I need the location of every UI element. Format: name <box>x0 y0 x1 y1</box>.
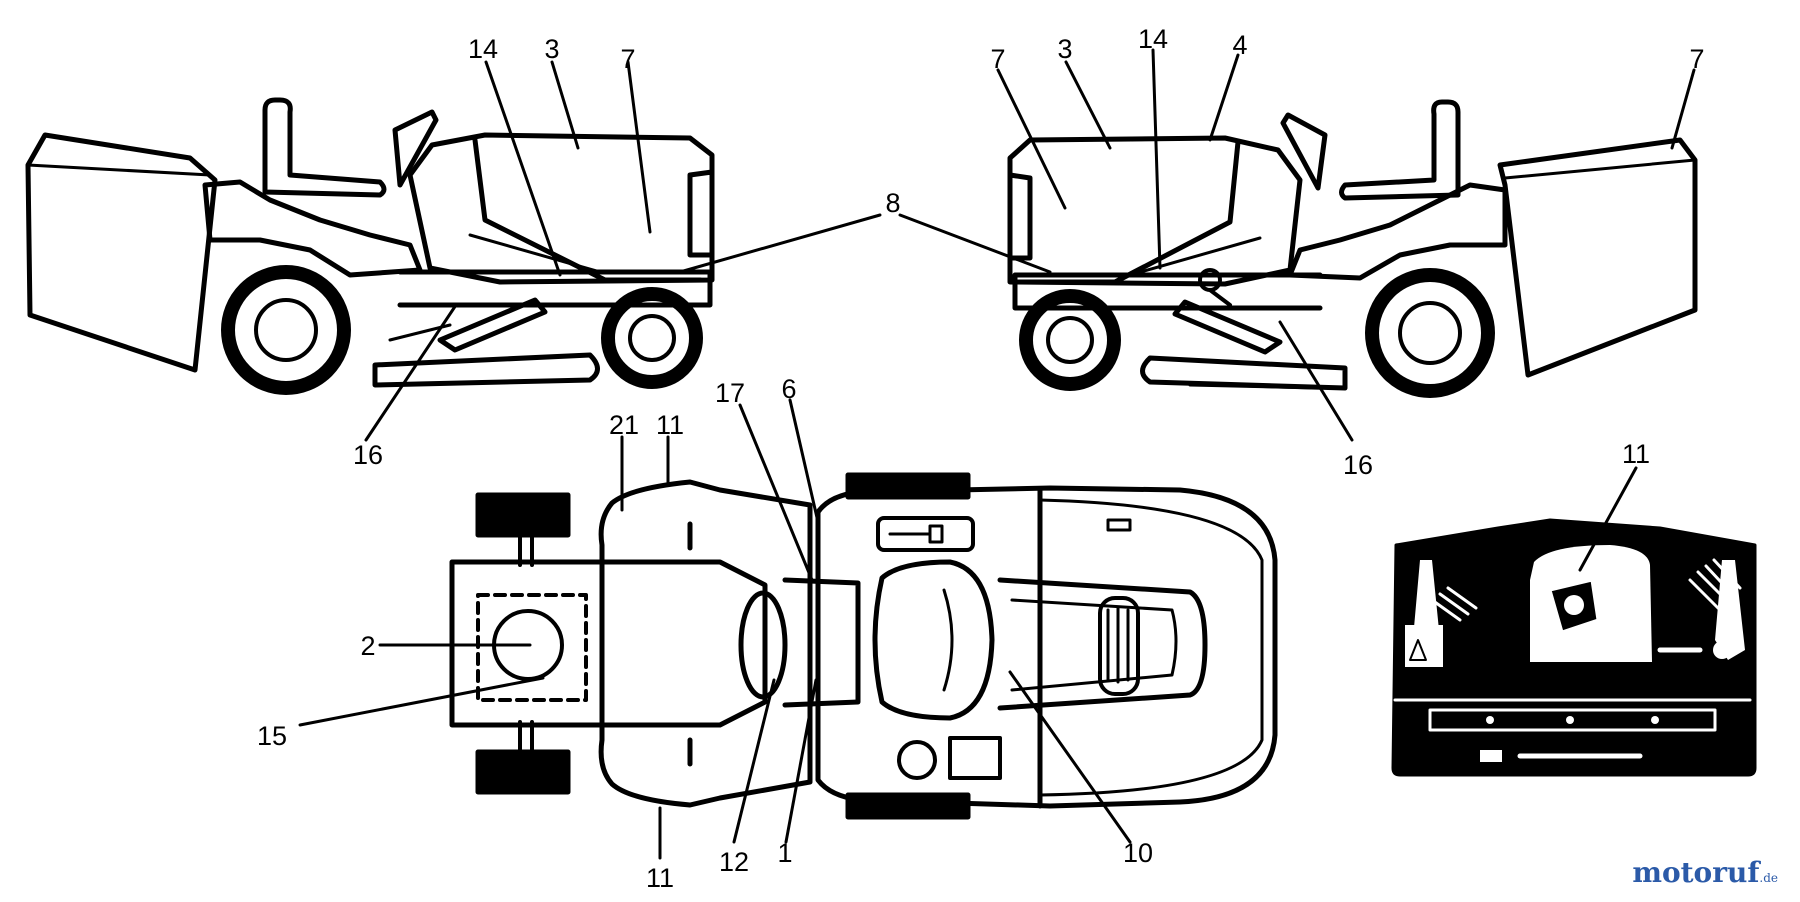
seat <box>1339 99 1461 201</box>
callout-14a: 14 <box>468 34 498 64</box>
engine-hood <box>598 479 813 808</box>
tractor-side-view-left <box>25 97 715 395</box>
mower-deck <box>1140 355 1348 391</box>
callout-17: 17 <box>715 378 745 408</box>
watermark-logo: motoruf.de <box>1632 856 1778 889</box>
leader-14a <box>484 60 562 277</box>
steering-wheel <box>392 109 439 188</box>
front-wheel-left <box>475 492 571 538</box>
watermark-brand: motoruf <box>1632 856 1760 889</box>
tractor-top-view <box>449 472 1278 820</box>
leader-3a <box>550 60 580 150</box>
leader-6 <box>788 398 820 524</box>
callout-3a: 3 <box>544 34 559 64</box>
callout-2: 2 <box>360 631 375 661</box>
callout-1: 1 <box>777 838 792 868</box>
tractor-side-view-right <box>1007 99 1698 398</box>
front-wheel-right <box>475 749 571 795</box>
leader-10 <box>1008 670 1132 844</box>
callout-3b: 3 <box>1057 34 1072 64</box>
hood <box>472 137 703 283</box>
leader-7c <box>1670 68 1696 150</box>
front-wheel <box>1019 289 1121 391</box>
leader-4 <box>1208 53 1240 142</box>
watermark-tld: .de <box>1759 871 1778 885</box>
leader-17 <box>738 403 814 582</box>
callout-16a: 16 <box>353 440 383 470</box>
callout-8: 8 <box>885 188 900 218</box>
leader-7a <box>626 60 652 234</box>
seat-top <box>872 559 995 721</box>
callout-12: 12 <box>719 847 749 877</box>
rear-wheel <box>1365 268 1495 398</box>
leader-15 <box>298 676 545 727</box>
leader-11c <box>1578 466 1638 572</box>
leader-16b <box>1278 320 1354 442</box>
callout-16b: 16 <box>1343 450 1373 480</box>
grass-bag <box>1497 137 1698 378</box>
leader-3b <box>1064 60 1112 150</box>
leader-12 <box>732 678 776 844</box>
callout-7a: 7 <box>620 44 635 74</box>
front-grille <box>449 559 768 728</box>
callout-6: 6 <box>781 374 796 404</box>
rear-fender <box>202 179 423 278</box>
mower-deck <box>372 352 600 388</box>
callout-4: 4 <box>1232 30 1247 60</box>
body-fender <box>815 485 1278 809</box>
callout-7b: 7 <box>990 44 1005 74</box>
hood <box>1017 139 1241 285</box>
leader-7b <box>996 68 1067 210</box>
callout-10: 10 <box>1123 838 1153 868</box>
front-wheel <box>601 287 703 389</box>
callout-11b: 11 <box>646 863 674 893</box>
rear-wheel <box>221 265 351 395</box>
leader-8-left <box>678 213 882 274</box>
steering-wheel <box>1280 112 1328 191</box>
leader-lines <box>298 48 1696 860</box>
callout-numbers: 14 3 7 16 7 3 14 4 7 8 16 21 11 17 6 2 1… <box>257 24 1705 893</box>
callout-21: 21 <box>609 410 639 440</box>
leader-16a <box>364 303 458 442</box>
callout-7c: 7 <box>1689 44 1704 74</box>
leader-14b <box>1151 48 1162 270</box>
callout-14b: 14 <box>1138 24 1168 54</box>
seat <box>262 97 387 198</box>
leader-1 <box>784 678 818 844</box>
callout-11c: 11 <box>1622 439 1650 469</box>
decal-panel <box>1391 518 1757 777</box>
callout-15: 15 <box>257 721 287 751</box>
callout-11a: 11 <box>656 410 684 440</box>
leader-8-right <box>898 213 1052 274</box>
grass-bag <box>25 132 218 373</box>
side-frame <box>1012 272 1323 311</box>
side-frame <box>397 269 713 308</box>
